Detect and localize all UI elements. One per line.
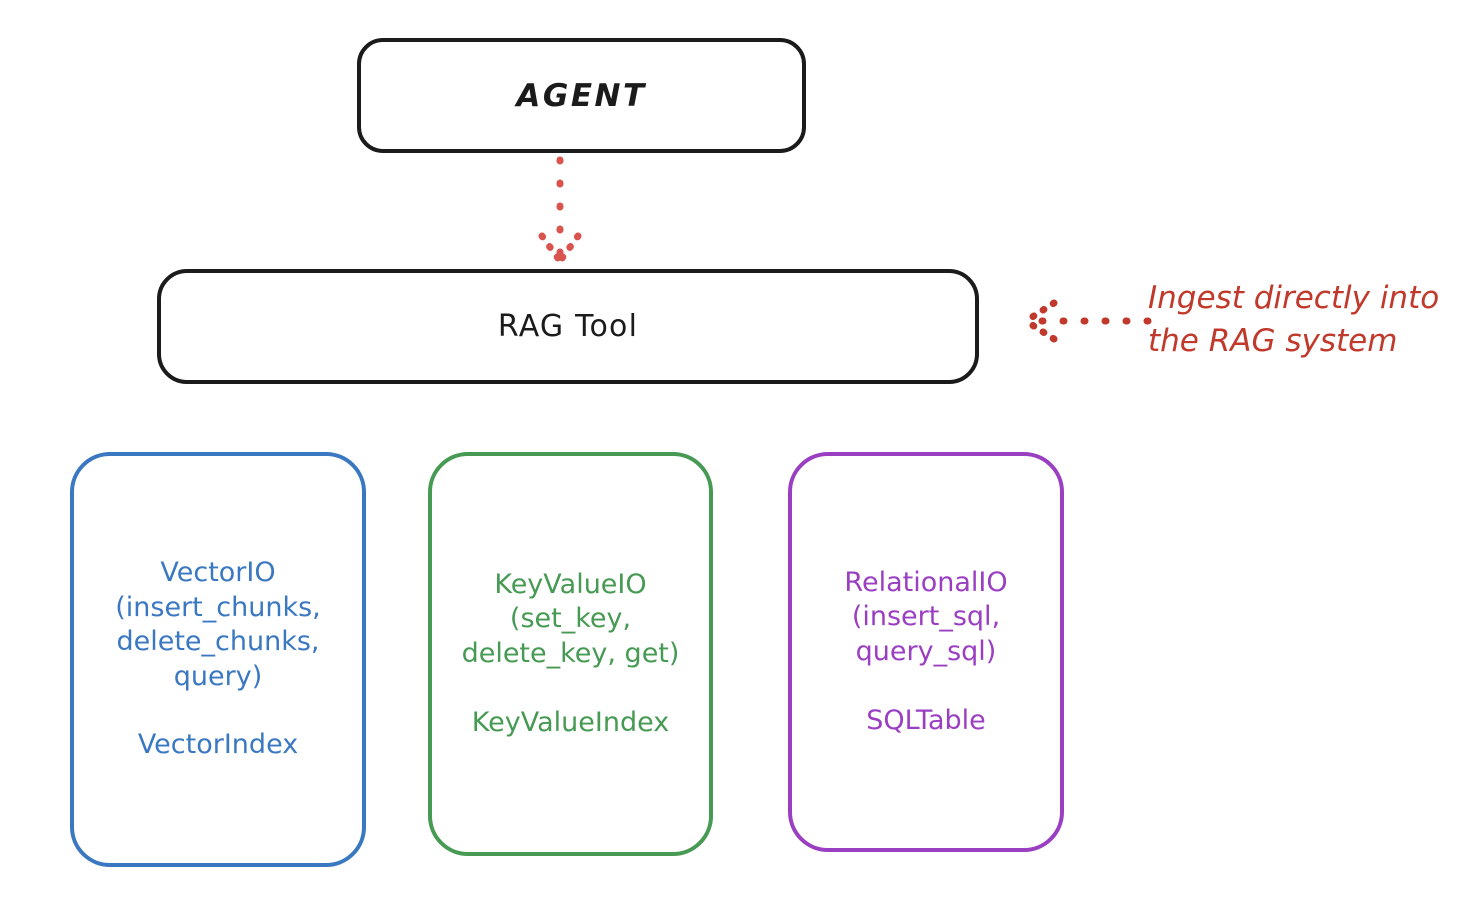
node-vectorio-index-label: VectorIndex (137, 729, 299, 761)
node-keyvalueio[interactable]: KeyValueIO (set_key, delete_key, get) Ke… (428, 452, 713, 856)
node-agent[interactable]: AGENT (357, 38, 806, 153)
arrow-head-bottom (1022, 317, 1058, 343)
node-rag-tool-label: RAG Tool (497, 309, 639, 344)
node-rag-tool[interactable]: RAG Tool (157, 269, 979, 384)
arrow-head-left (538, 232, 564, 265)
node-relationalio-api-label: RelationalIO (insert_sql, query_sql) (844, 566, 1008, 667)
node-keyvalueio-index-label: KeyValueIndex (471, 706, 670, 738)
node-agent-label: AGENT (516, 77, 647, 114)
annotation-ingest-note: Ingest directly into the RAG system (1148, 280, 1440, 359)
arrow-head-right (556, 232, 582, 265)
node-relationalio-index-label: SQLTable (866, 704, 986, 736)
arrow-agent-to-rag-tool (538, 156, 582, 265)
node-keyvalueio-api-label: KeyValueIO (set_key, delete_key, get) (461, 568, 680, 669)
node-vectorio-api-label: VectorIO (insert_chunks, delete_chunks, … (115, 557, 321, 692)
node-relationalio[interactable]: RelationalIO (insert_sql, query_sql) SQL… (788, 452, 1064, 852)
arrow-ingest-to-rag-tool (1022, 299, 1152, 343)
node-vectorio[interactable]: VectorIO (insert_chunks, delete_chunks, … (70, 452, 366, 867)
arrow-head-top (1022, 299, 1058, 325)
